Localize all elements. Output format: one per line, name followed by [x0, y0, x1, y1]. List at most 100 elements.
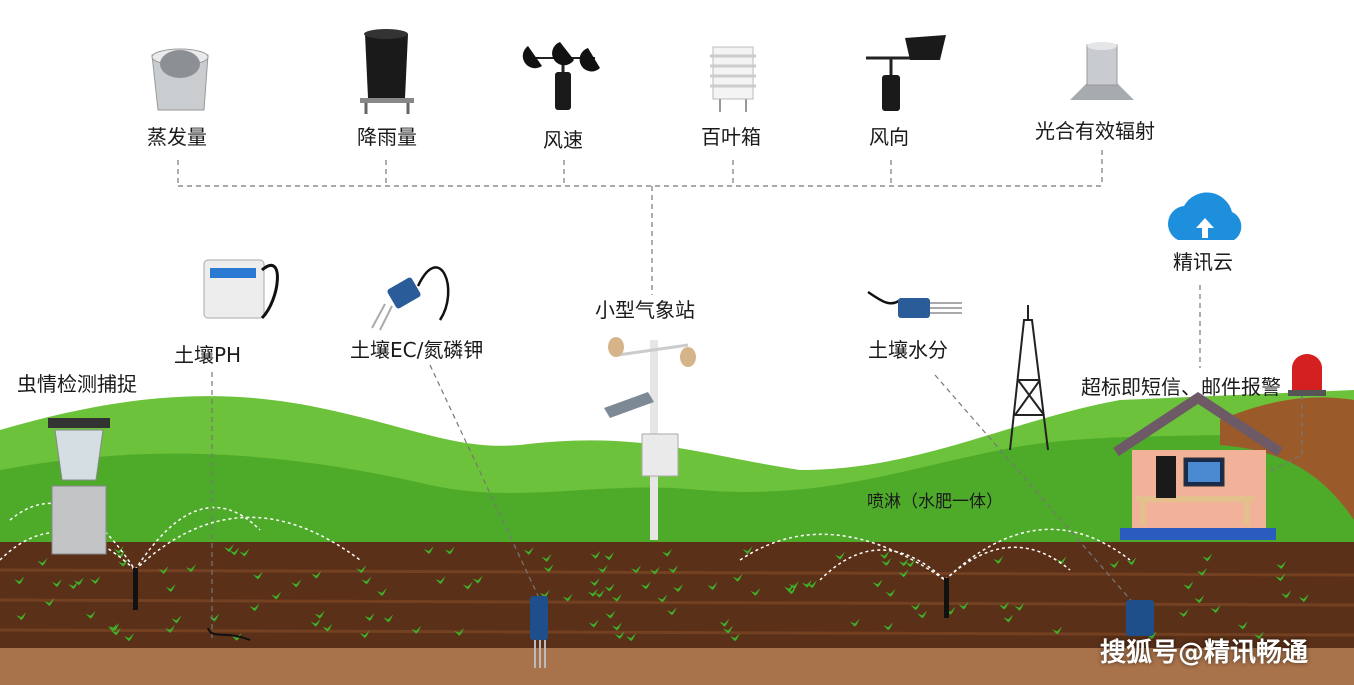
seedling: [666, 607, 677, 616]
seedling: [239, 548, 250, 557]
seedling: [123, 633, 134, 642]
label-cloud: 精讯云: [1173, 250, 1233, 274]
watermark: 搜狐号@精讯畅通: [1100, 638, 1309, 668]
seedling: [562, 593, 573, 602]
seedling: [849, 618, 860, 627]
seedling: [1202, 553, 1213, 562]
seedling: [1178, 608, 1189, 617]
seedling: [109, 623, 120, 632]
seedling: [158, 565, 169, 574]
seedling: [885, 588, 896, 597]
seedling: [917, 610, 928, 619]
wind-vane-icon: [866, 35, 946, 111]
seedling: [356, 565, 367, 574]
seedling: [359, 630, 370, 639]
hill-mid: [0, 430, 1354, 560]
seedling: [750, 587, 761, 596]
seedling: [668, 565, 679, 574]
sprinkler-arcs: [0, 502, 1131, 581]
soil-bottom: [0, 648, 1354, 685]
louver-box-icon: [710, 46, 756, 112]
seedling: [229, 547, 240, 556]
label-evaporation: 蒸发量: [147, 125, 207, 149]
seedling: [110, 627, 121, 636]
seedling: [958, 601, 969, 610]
seedling: [85, 610, 96, 619]
label-irrigation: 喷淋（水肥一体）: [867, 492, 1003, 512]
par-sensor-icon: [1070, 42, 1134, 100]
seedling: [1298, 593, 1309, 602]
seedling: [898, 558, 909, 567]
label-soil-ec: 土壤EC/氮磷钾: [350, 338, 484, 362]
seedling: [723, 625, 734, 634]
seedling: [361, 576, 372, 585]
seedling: [625, 633, 636, 642]
seedling: [311, 570, 322, 579]
label-rainfall: 降雨量: [357, 125, 417, 149]
seedling: [588, 619, 599, 628]
seedling: [322, 623, 333, 632]
label-wind-direction: 风向: [869, 125, 909, 149]
seedling: [249, 603, 260, 612]
seedling: [1237, 621, 1248, 630]
seedling: [910, 602, 921, 611]
seedling: [171, 615, 182, 624]
label-wind-speed: 风速: [543, 128, 583, 152]
cloud-upload-icon: [1168, 192, 1242, 240]
seedling: [73, 577, 84, 586]
seedling: [118, 558, 129, 567]
seedling: [271, 591, 282, 600]
signal-tower-icon: [1009, 305, 1049, 451]
seedling: [37, 557, 48, 566]
seedling: [589, 577, 600, 586]
seedling: [786, 586, 797, 595]
seedling: [223, 544, 234, 553]
seedling: [999, 601, 1010, 610]
control-room-icon: [1113, 392, 1283, 540]
seedling: [788, 580, 799, 589]
seedling: [993, 555, 1004, 564]
seedling: [14, 576, 25, 585]
seedling: [640, 581, 651, 590]
alarm-light-icon: [1288, 354, 1326, 396]
pest-trap-icon: [48, 418, 110, 555]
crop-seedlings: [14, 544, 1309, 642]
seedling: [165, 583, 176, 592]
sprinkler-icon: [133, 568, 949, 618]
label-soil-moisture: 土壤水分: [868, 338, 948, 362]
seedling: [51, 579, 62, 588]
seedling: [672, 583, 683, 592]
seedling: [1276, 561, 1287, 570]
seedling: [523, 546, 534, 555]
seedling: [881, 557, 892, 566]
evaporation-pan-icon: [151, 48, 209, 111]
seedling: [252, 571, 263, 580]
seedling: [834, 551, 845, 560]
seedling: [543, 564, 554, 573]
seedling: [376, 587, 387, 596]
seedling: [719, 618, 730, 627]
label-alarm: 超标即短信、邮件报警: [1081, 375, 1281, 399]
seedling: [883, 622, 894, 631]
label-par: 光合有效辐射: [1035, 119, 1155, 143]
seedling: [631, 565, 642, 574]
seedling: [604, 583, 615, 592]
seedling: [1003, 614, 1014, 623]
seedling: [209, 613, 220, 622]
hill-right-field: [1220, 397, 1354, 520]
seedling: [872, 579, 883, 588]
seedling: [310, 618, 321, 627]
seedling: [603, 552, 614, 561]
seedling: [784, 583, 795, 592]
seedling: [707, 581, 718, 590]
seedling: [107, 623, 118, 632]
connector-lines: [177, 150, 1303, 640]
seedling: [472, 575, 483, 584]
seedling: [423, 545, 434, 554]
seedling: [444, 546, 455, 555]
seedling: [742, 546, 753, 555]
seedling: [185, 564, 196, 573]
seedling: [587, 588, 598, 597]
seedling: [1281, 590, 1292, 599]
